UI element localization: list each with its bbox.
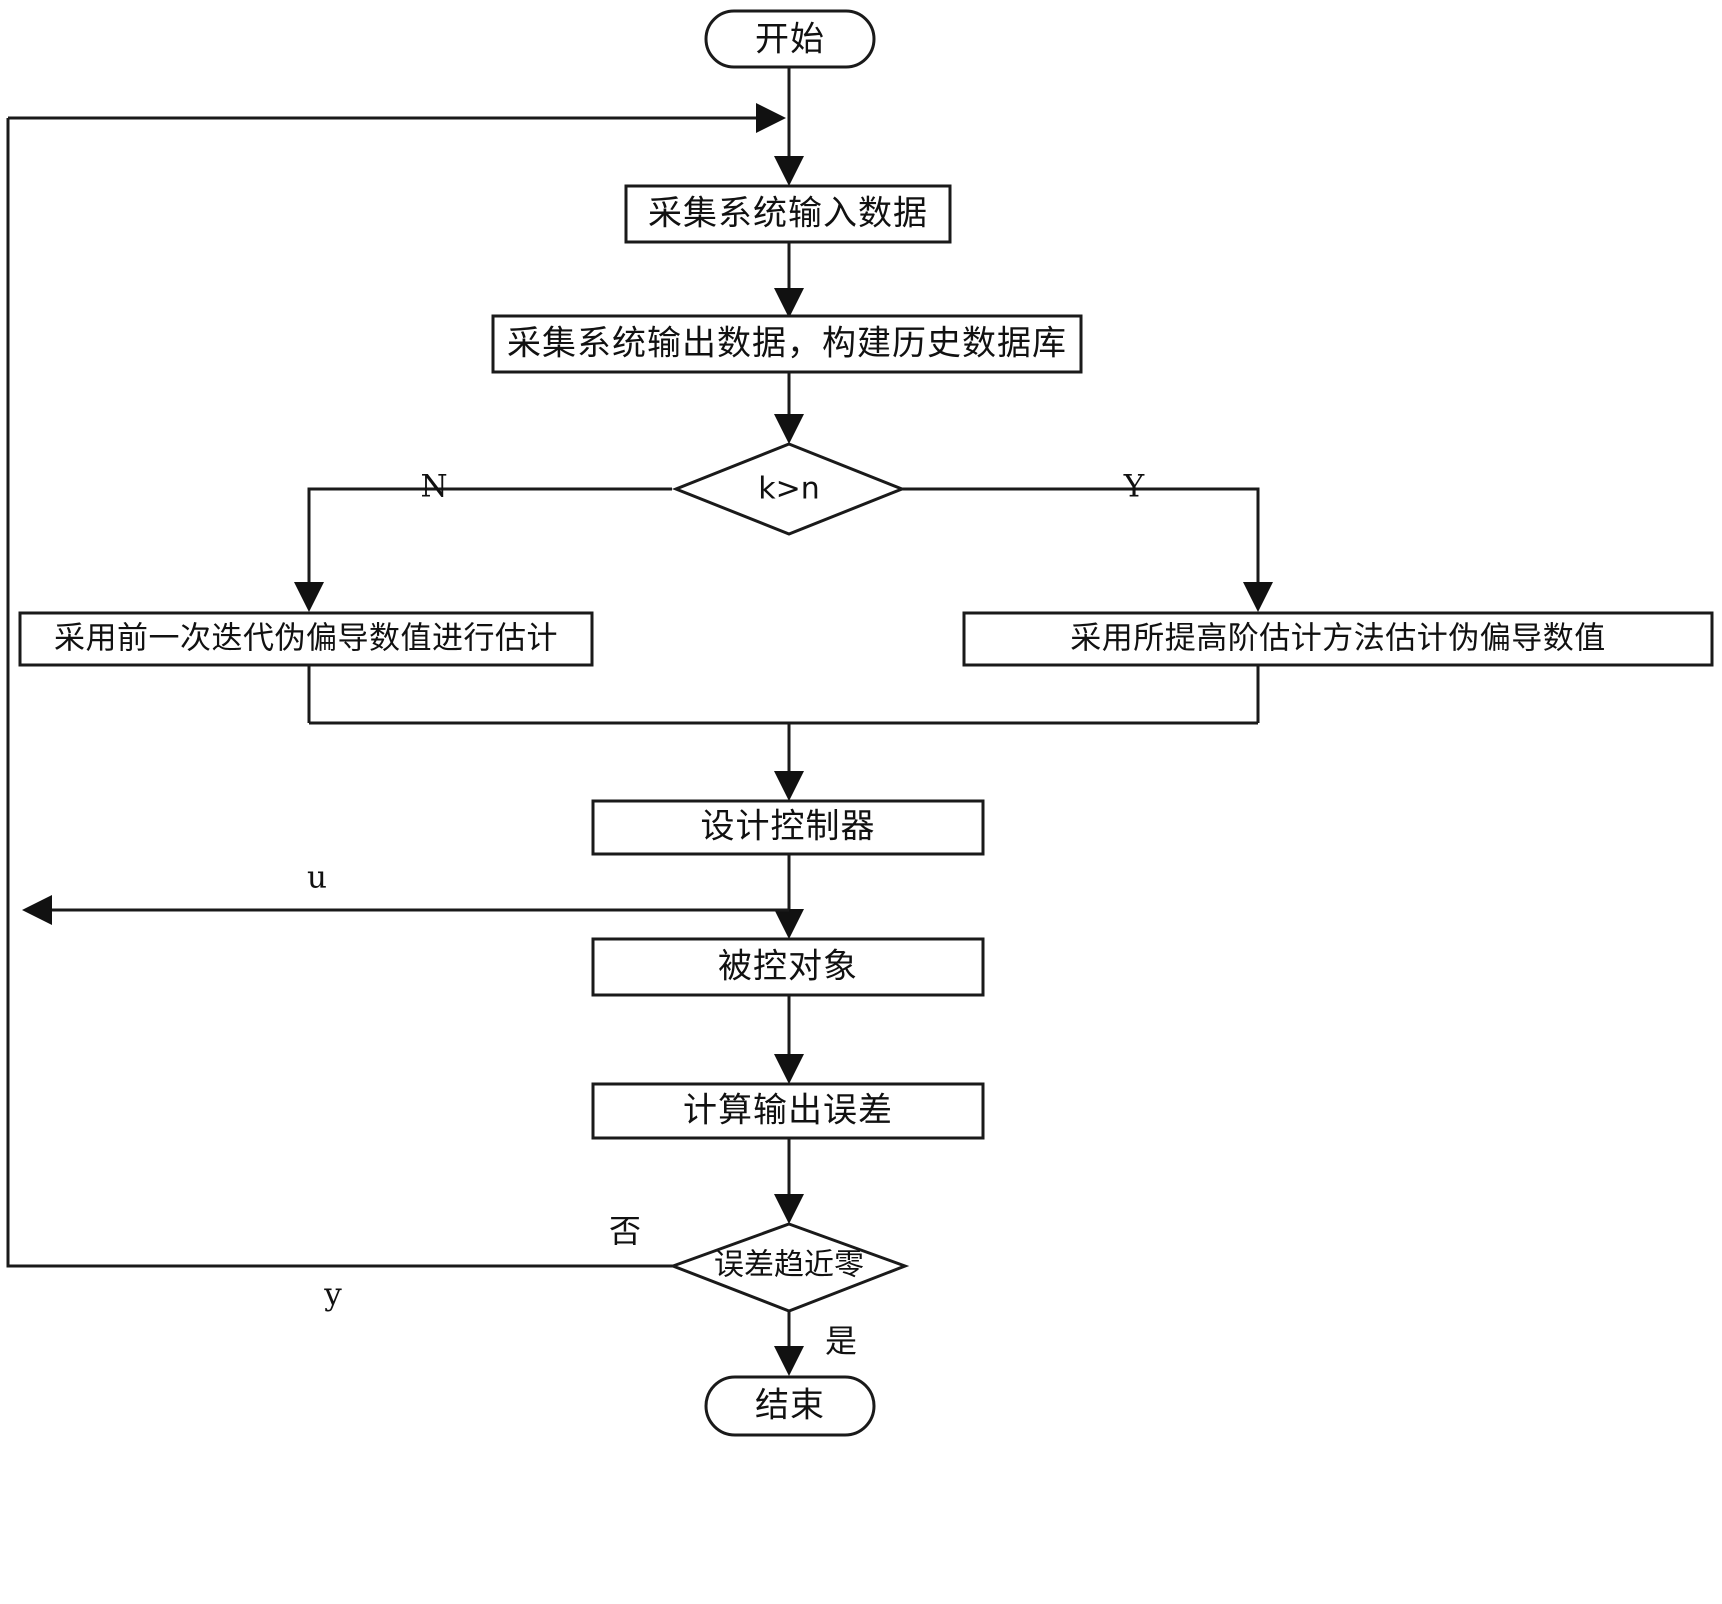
edge-label-error-yes: 是 [825,1322,857,1360]
arrowhead-collect-in [774,156,804,186]
plant-label: 被控对象 [718,947,858,987]
arrowhead-prev-iter [294,582,324,612]
edge-label-kn-no: N [420,469,447,505]
arrowhead-plant [774,909,804,939]
arrowhead-end [774,1346,804,1376]
node-decision-kn[interactable]: k>n [671,442,907,536]
decision-error-zero-shape [668,1222,910,1313]
prev-iteration-label: 采用前一次迭代伪偏导数值进行估计 [54,621,558,657]
edge-cond-kn-yes [902,487,1260,598]
design-controller-label: 设计控制器 [701,807,876,847]
calc-output-error-label: 计算输出误差 [683,1091,893,1131]
node-prev-iteration-estimate[interactable]: 采用前一次迭代伪偏导数值进行估计 [18,611,594,667]
edge-label-error-no: 否 [609,1212,641,1250]
plant-shape [591,937,985,997]
arrowhead-collect-out [774,288,804,318]
edge-label-control-signal: u [307,860,327,896]
high-order-shape [962,611,1714,667]
arrowhead-cond-kn [774,414,804,444]
end-shape [704,1375,876,1437]
collect-output-shape [491,314,1083,374]
connector-layer: prev_iter --> high_order --> [6,66,1273,1376]
collect-output-label: 采集系统输出数据，构建历史数据库 [507,324,1067,364]
node-calc-output-error[interactable]: 计算输出误差 [591,1082,985,1140]
design-controller-shape [591,799,985,856]
node-decision-error-zero[interactable]: 误差趋近零 [668,1222,910,1313]
arrowhead-high-order [1243,582,1273,612]
arrowhead-feedback-top [756,103,786,133]
edge-cond-err-no-feedback [6,118,673,1268]
edge-label-kn-yes: Y [1123,469,1145,505]
arrowhead-cond-err [774,1194,804,1224]
collect-input-label: 采集系统输入数据 [648,194,928,234]
node-layer: 开始 采集系统输入数据 采集系统输出数据，构建历史数据库 k>n 采用前一次迭代… [18,9,1714,1437]
decision-kn-shape [671,442,907,536]
end-label: 结束 [755,1386,825,1426]
edge-label-error-feedback: y [323,1277,342,1313]
edge-cond-kn-no [307,487,672,598]
arrowhead-design-ctrl [774,771,804,801]
node-collect-input[interactable]: 采集系统输入数据 [624,184,952,244]
node-plant[interactable]: 被控对象 [591,937,985,997]
calc-output-error-shape [591,1082,985,1140]
prev-iteration-shape [18,611,594,667]
node-start[interactable]: 开始 [704,9,876,69]
arrowhead-calc-err [774,1054,804,1084]
node-design-controller[interactable]: 设计控制器 [591,799,985,856]
node-end[interactable]: 结束 [704,1375,876,1437]
start-label: 开始 [755,20,825,60]
edge-label-layer: N Y u 否 y 是 [307,469,1145,1361]
arrowhead-control-signal-u [22,895,52,925]
start-shape [704,9,876,69]
decision-error-zero-label: 误差趋近零 [714,1248,864,1283]
node-collect-output[interactable]: 采集系统输出数据，构建历史数据库 [491,314,1083,374]
collect-input-shape [624,184,952,244]
decision-kn-label: k>n [758,472,820,507]
high-order-label: 采用所提高阶估计方法估计伪偏导数值 [1070,621,1606,657]
node-high-order-estimate[interactable]: 采用所提高阶估计方法估计伪偏导数值 [962,611,1714,667]
